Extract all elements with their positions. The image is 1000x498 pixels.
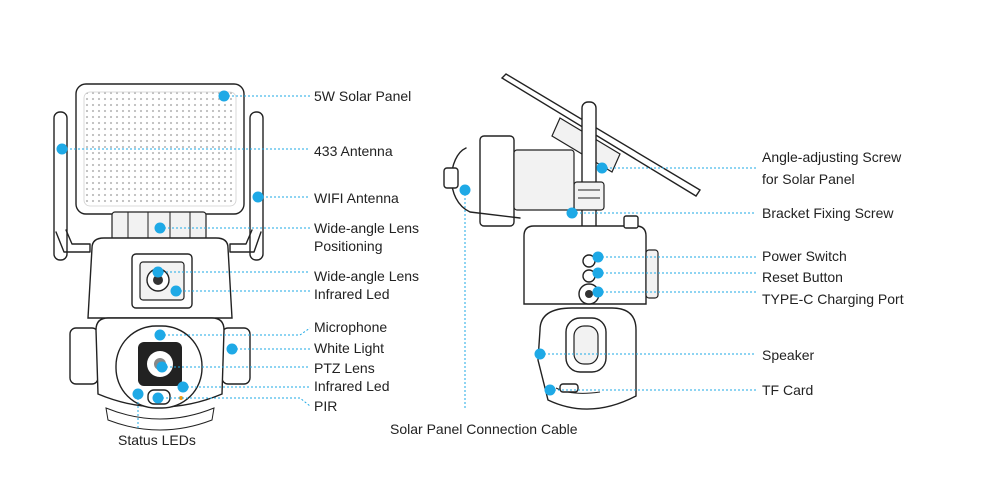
marker-dot-433-antenna	[56, 143, 68, 155]
marker-dot-infrared-led-top	[170, 285, 182, 297]
label-angle-screw-2: for Solar Panel	[762, 171, 855, 187]
front-upper-housing	[87, 237, 233, 319]
label-white-light: White Light	[314, 340, 384, 356]
label-wide-lens-positioning-1: Wide-angle Lens	[314, 220, 419, 236]
label-typec-port: TYPE-C Charging Port	[762, 291, 904, 307]
label-power-switch: Power Switch	[762, 248, 847, 264]
label-pir: PIR	[314, 398, 337, 414]
label-reset-button: Reset Button	[762, 269, 843, 285]
marker-dot-pir	[152, 392, 164, 404]
label-solar-cable: Solar Panel Connection Cable	[390, 421, 578, 437]
label-microphone: Microphone	[314, 319, 387, 335]
leader-line-microphone	[160, 327, 311, 336]
side-camera-body	[523, 215, 659, 305]
front-view-camera	[53, 83, 264, 431]
marker-dot-wide-lens-positioning	[154, 222, 166, 234]
label-solar-panel: 5W Solar Panel	[314, 88, 411, 104]
marker-dot-white-light	[226, 343, 238, 355]
label-angle-screw-1: Angle-adjusting Screw	[762, 149, 902, 165]
labels: 5W Solar Panel 433 Antenna WIFI Antenna …	[118, 88, 904, 448]
marker-dot-microphone	[154, 329, 166, 341]
marker-dot-bracket-screw	[566, 207, 578, 219]
label-infrared-led-top: Infrared Led	[314, 286, 390, 302]
label-wifi-antenna: WIFI Antenna	[314, 190, 399, 206]
marker-dot-ptz-lens	[156, 361, 168, 373]
marker-dot-power-switch	[592, 251, 604, 263]
label-status-leds: Status LEDs	[118, 432, 196, 448]
marker-dot-reset-button	[592, 267, 604, 279]
label-wide-lens-positioning-2: Positioning	[314, 238, 383, 254]
front-left-light	[69, 327, 99, 385]
marker-dot-status-leds	[132, 388, 144, 400]
marker-dot-typec-port	[592, 286, 604, 298]
leader-line-pir	[158, 397, 311, 407]
front-right-light	[221, 327, 251, 385]
marker-dot-wifi-antenna	[252, 191, 264, 203]
label-infrared-led-bottom: Infrared Led	[314, 378, 390, 394]
marker-dot-solar-cable	[459, 184, 471, 196]
marker-dot-infrared-led-bottom	[177, 381, 189, 393]
marker-dot-speaker	[534, 348, 546, 360]
label-bracket-screw: Bracket Fixing Screw	[762, 205, 894, 221]
marker-dot-tf-card	[544, 384, 556, 396]
marker-dots	[56, 90, 608, 404]
label-wide-lens: Wide-angle Lens	[314, 268, 419, 284]
label-speaker: Speaker	[762, 347, 814, 363]
label-tf-card: TF Card	[762, 382, 813, 398]
marker-dot-wide-lens	[152, 266, 164, 278]
label-433-antenna: 433 Antenna	[314, 143, 393, 159]
side-view-camera	[443, 73, 701, 410]
marker-dot-solar-panel	[218, 90, 230, 102]
side-wall-mount	[443, 135, 575, 227]
side-antenna	[573, 101, 605, 253]
marker-dot-angle-screw	[596, 162, 608, 174]
label-ptz-lens: PTZ Lens	[314, 360, 375, 376]
leader-lines	[62, 95, 756, 428]
